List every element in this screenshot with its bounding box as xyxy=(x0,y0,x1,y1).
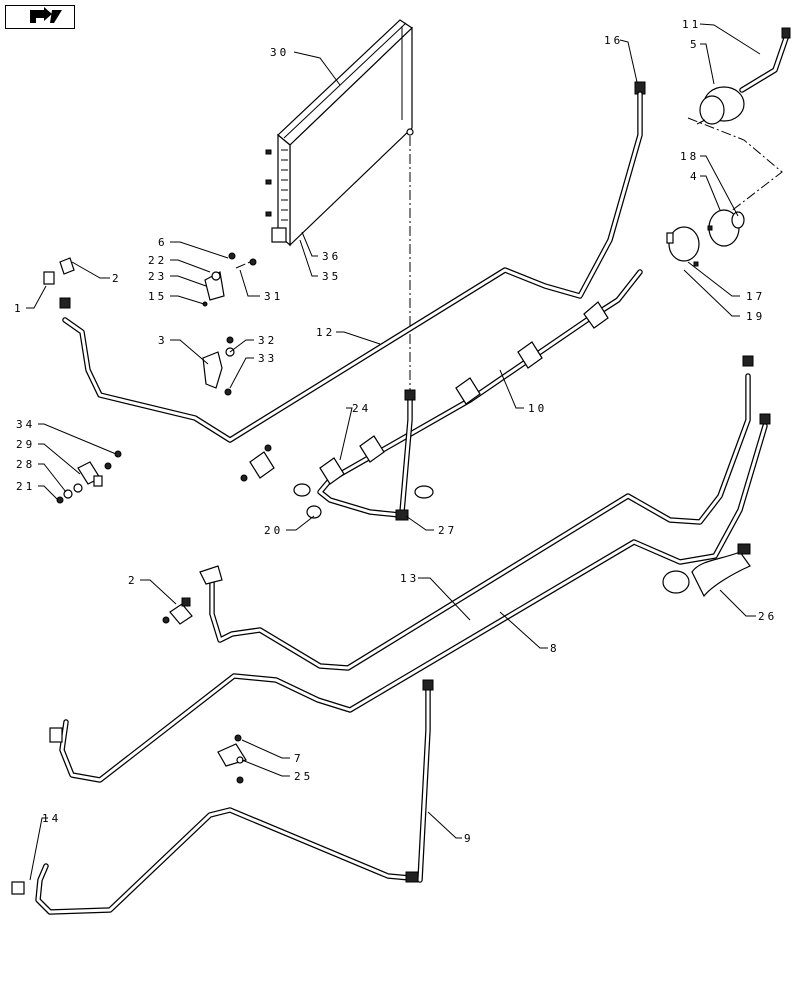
clip-7 xyxy=(217,734,247,784)
callout-8: 8 xyxy=(550,642,560,655)
callout-18: 18 xyxy=(680,150,699,163)
hose-12 xyxy=(62,91,643,443)
callout-16: 16 xyxy=(604,34,623,47)
fitting-1 xyxy=(43,257,75,309)
drier-bracket xyxy=(666,209,745,267)
o-ring-near-27 xyxy=(414,485,434,499)
callout-22: 22 xyxy=(148,254,167,267)
clamp-assembly-29 xyxy=(56,450,122,504)
hose-26 xyxy=(662,543,751,598)
callout-14: 14 xyxy=(42,812,61,825)
hose-8 xyxy=(49,413,771,783)
callout-1: 1 xyxy=(14,302,24,315)
callout-33: 33 xyxy=(258,352,277,365)
callout-28: 28 xyxy=(16,458,35,471)
callout-17: 17 xyxy=(746,290,765,303)
callout-36: 36 xyxy=(322,250,341,263)
callout-23: 23 xyxy=(148,270,167,283)
callout-34: 34 xyxy=(16,418,35,431)
callout-13: 13 xyxy=(400,572,419,585)
callout-21: 21 xyxy=(16,480,35,493)
callout-31: 31 xyxy=(264,290,283,303)
callout-9: 9 xyxy=(464,832,474,845)
callout-20: 20 xyxy=(264,524,283,537)
callout-11: 11 xyxy=(682,18,701,31)
hose-9 xyxy=(417,679,434,883)
callout-19: 19 xyxy=(746,310,765,323)
callout-numbers: 30 16 11 5 18 4 17 19 6 22 23 15 31 36 3… xyxy=(14,18,777,845)
callout-25: 25 xyxy=(294,770,313,783)
bracket-2-lower xyxy=(162,565,223,625)
bracket-22 xyxy=(202,252,257,307)
callout-10: 10 xyxy=(528,402,547,415)
o-ring xyxy=(293,483,311,497)
callout-6: 6 xyxy=(158,236,168,249)
receiver-drier xyxy=(696,27,791,125)
clamp-3 xyxy=(202,336,235,396)
callout-27: 27 xyxy=(438,524,457,537)
clamp-center xyxy=(240,444,275,482)
callout-26: 26 xyxy=(758,610,777,623)
callout-29: 29 xyxy=(16,438,35,451)
hose-14 xyxy=(11,807,419,915)
callout-12: 12 xyxy=(316,326,335,339)
hose-vertical-27 xyxy=(395,389,416,521)
callout-2-lower: 2 xyxy=(128,574,138,587)
callout-32: 32 xyxy=(258,334,277,347)
callout-3: 3 xyxy=(158,334,168,347)
callout-24: 24 xyxy=(352,402,371,415)
next-page-arrow-icon xyxy=(30,7,62,23)
callout-4: 4 xyxy=(690,170,700,183)
callout-35: 35 xyxy=(322,270,341,283)
condenser xyxy=(265,19,414,247)
callout-5: 5 xyxy=(690,38,700,51)
callout-30: 30 xyxy=(270,46,289,59)
callout-2-upper: 2 xyxy=(112,272,122,285)
hose-10 xyxy=(317,269,643,518)
hose-13 xyxy=(209,355,754,671)
callout-leaders xyxy=(26,23,761,881)
callout-7: 7 xyxy=(294,752,304,765)
callout-15: 15 xyxy=(148,290,167,303)
o-ring-20 xyxy=(306,505,322,519)
next-page-button[interactable] xyxy=(5,5,75,29)
